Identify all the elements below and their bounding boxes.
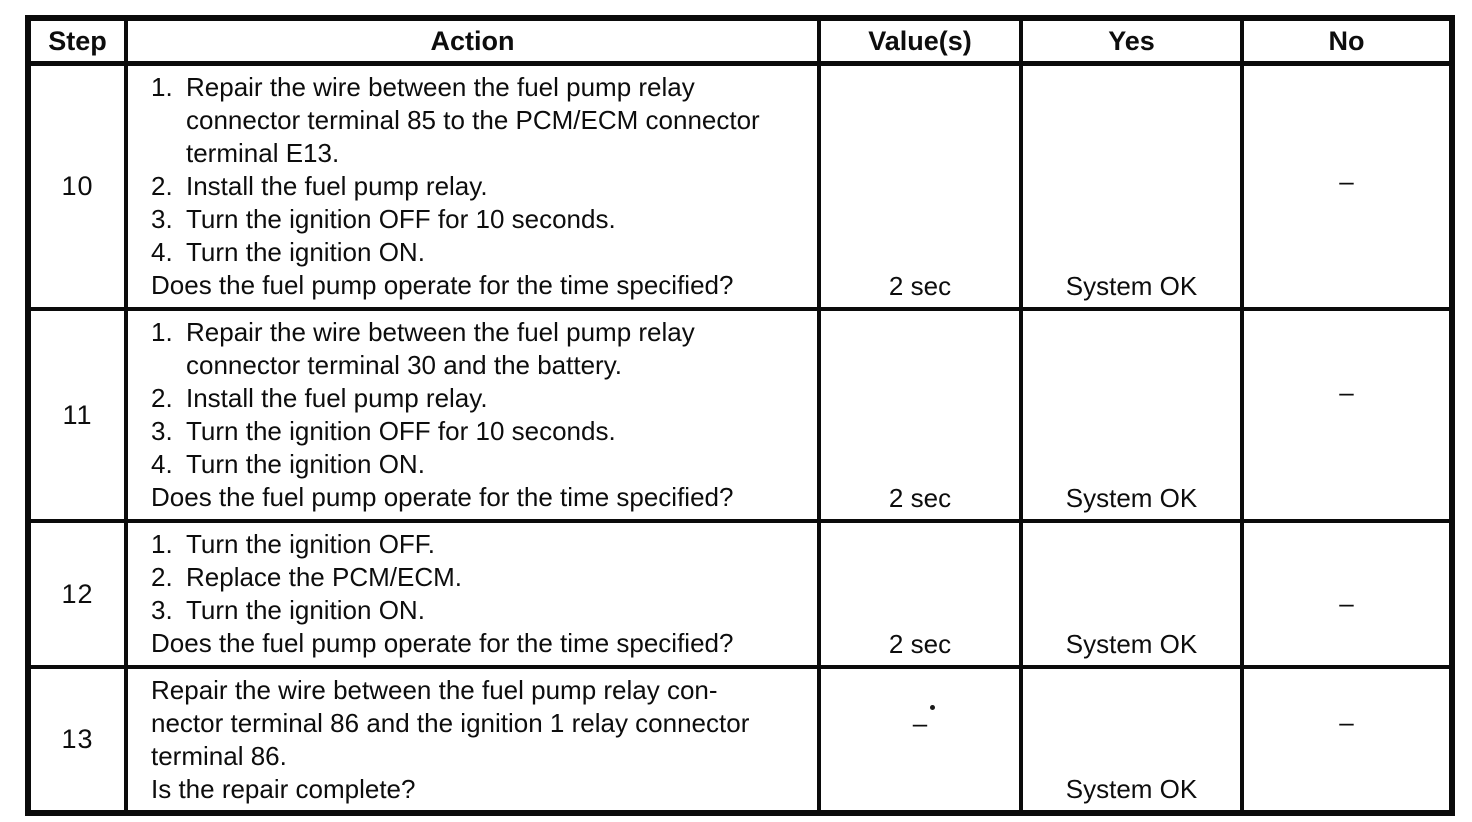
item-line: connector terminal 30 and the battery. — [186, 350, 622, 380]
item-text: Turn the ignition ON. — [186, 236, 811, 269]
item-number: 3. — [151, 595, 173, 625]
paragraph-line: Repair the wire between the fuel pump re… — [151, 675, 718, 705]
item-number: 3. — [151, 204, 173, 234]
step-cell: 11 — [31, 311, 128, 523]
item-text: Turn the ignition OFF for 10 seconds. — [186, 203, 811, 236]
item-line: Turn the ignition ON. — [186, 595, 425, 625]
item-text: Repair the wire between the fuel pump re… — [186, 316, 811, 382]
item-text: Turn the ignition OFF for 10 seconds. — [186, 415, 811, 448]
yes-cell: System OK — [1023, 66, 1244, 311]
dash: – — [1339, 707, 1354, 737]
action-cell: 1. Repair the wire between the fuel pump… — [128, 66, 821, 311]
action-paragraph: Repair the wire between the fuel pump re… — [151, 674, 811, 773]
question-line: Does the fuel pump operate for the time … — [151, 270, 734, 300]
value-cell: – — [821, 669, 1023, 810]
item-line: Repair the wire between the fuel pump re… — [186, 317, 695, 347]
item-line: Turn the ignition ON. — [186, 449, 425, 479]
no-cell: – — [1244, 311, 1449, 523]
item-text: Turn the ignition OFF. — [186, 528, 811, 561]
question-line: Does the fuel pump operate for the time … — [151, 628, 734, 658]
item-number: 1. — [151, 529, 173, 559]
item-line: Turn the ignition ON. — [186, 237, 425, 267]
item-text: Replace the PCM/ECM. — [186, 561, 811, 594]
yes-cell: System OK — [1023, 669, 1244, 810]
item-number: 4. — [151, 449, 173, 479]
item-number: 2. — [151, 562, 173, 592]
paragraph-line: nector terminal 86 and the ignition 1 re… — [151, 708, 750, 738]
header-cell-values: Value(s) — [821, 21, 1023, 66]
dash: – — [1339, 377, 1354, 407]
yes-cell: System OK — [1023, 523, 1244, 669]
item-text: Turn the ignition ON. — [186, 448, 811, 481]
item-text: Repair the wire between the fuel pump re… — [186, 71, 811, 170]
item-line: connector terminal 85 to the PCM/ECM con… — [186, 105, 760, 135]
action-item: 3. Turn the ignition OFF for 10 seconds. — [151, 203, 811, 236]
item-number: 4. — [151, 237, 173, 267]
item-number: 1. — [151, 317, 173, 347]
no-cell: – — [1244, 669, 1449, 810]
action-cell: 1. Turn the ignition OFF. 2. Replace the… — [128, 523, 821, 669]
action-item: 2. Install the fuel pump relay. — [151, 382, 811, 415]
header-cell-yes: Yes — [1023, 21, 1244, 66]
item-line: Turn the ignition OFF for 10 seconds. — [186, 416, 616, 446]
value-cell: 2 sec — [821, 523, 1023, 669]
item-line: Turn the ignition OFF. — [186, 529, 436, 559]
item-text: Turn the ignition ON. — [186, 594, 811, 627]
item-text: Install the fuel pump relay. — [186, 170, 811, 203]
value-cell: 2 sec — [821, 66, 1023, 311]
item-number: 2. — [151, 171, 173, 201]
item-number: 1. — [151, 72, 173, 102]
item-line: Replace the PCM/ECM. — [186, 562, 462, 592]
yes-text: System OK — [1065, 271, 1198, 301]
yes-text: System OK — [1065, 483, 1198, 513]
no-cell: – — [1244, 66, 1449, 311]
value-cell: 2 sec — [821, 311, 1023, 523]
step-cell: 10 — [31, 66, 128, 311]
yes-cell: System OK — [1023, 311, 1244, 523]
action-item: 4. Turn the ignition ON. — [151, 236, 811, 269]
yes-text: System OK — [1065, 629, 1198, 659]
yes-text: System OK — [1065, 774, 1198, 804]
action-item: 3. Turn the ignition ON. — [151, 594, 811, 627]
action-item: 4. Turn the ignition ON. — [151, 448, 811, 481]
item-line: Turn the ignition OFF for 10 seconds. — [186, 204, 616, 234]
dash: – — [912, 708, 928, 738]
action-item: 1. Repair the wire between the fuel pump… — [151, 316, 811, 382]
question-line: Is the repair complete? — [151, 774, 416, 804]
header-cell-action: Action — [128, 21, 821, 66]
header-cell-no: No — [1244, 21, 1449, 66]
value-text: 2 sec — [888, 629, 952, 659]
dash: – — [1339, 588, 1354, 618]
item-number: 2. — [151, 383, 173, 413]
action-item: 2. Replace the PCM/ECM. — [151, 561, 811, 594]
step-cell: 13 — [31, 669, 128, 810]
item-line: Repair the wire between the fuel pump re… — [186, 72, 695, 102]
diagnostic-table: Step Action Value(s) Yes No 10 1. Repair… — [25, 15, 1455, 816]
step-cell: 12 — [31, 523, 128, 669]
ink-speck — [929, 705, 935, 710]
action-cell: 1. Repair the wire between the fuel pump… — [128, 311, 821, 523]
item-line: Install the fuel pump relay. — [186, 383, 488, 413]
action-item: 1. Repair the wire between the fuel pump… — [151, 71, 811, 170]
item-line: terminal E13. — [186, 138, 340, 168]
no-cell: – — [1244, 523, 1449, 669]
value-text: 2 sec — [888, 271, 952, 301]
header-cell-step: Step — [31, 21, 128, 66]
value-text: 2 sec — [888, 483, 952, 513]
action-item: 1. Turn the ignition OFF. — [151, 528, 811, 561]
dash: – — [1339, 166, 1354, 196]
item-text: Install the fuel pump relay. — [186, 382, 811, 415]
item-number: 3. — [151, 416, 173, 446]
question-line: Does the fuel pump operate for the time … — [151, 482, 734, 512]
action-cell: Repair the wire between the fuel pump re… — [128, 669, 821, 810]
action-item: 3. Turn the ignition OFF for 10 seconds. — [151, 415, 811, 448]
paragraph-line: terminal 86. — [151, 741, 287, 771]
action-item: 2. Install the fuel pump relay. — [151, 170, 811, 203]
item-line: Install the fuel pump relay. — [186, 171, 488, 201]
